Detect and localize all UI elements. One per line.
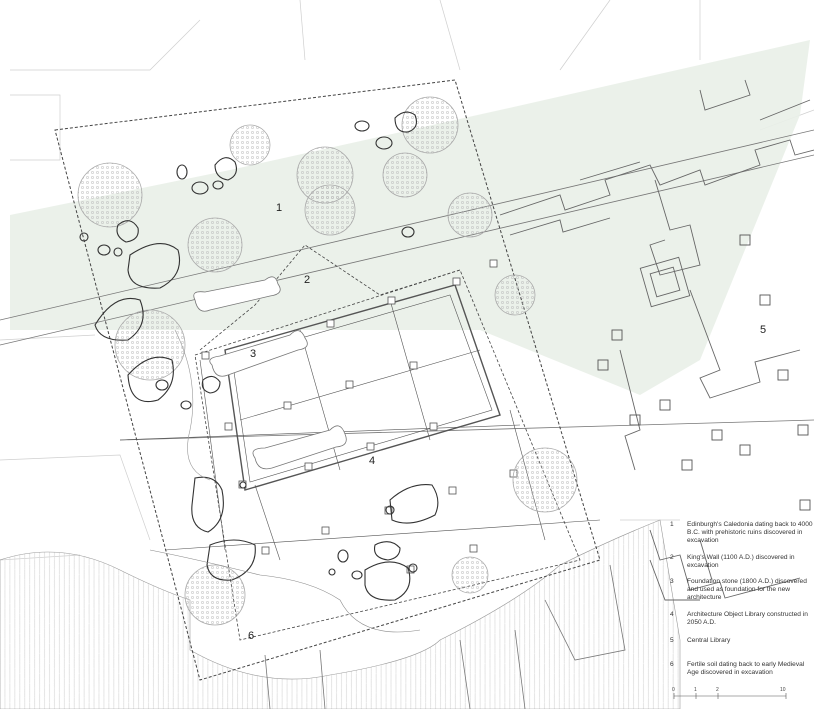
scale-bar: 0 1 2 10 (672, 687, 792, 707)
legend-item-1: 1 Edinburgh's Caledonia dating back to 4… (668, 521, 814, 546)
scale-tick-2: 2 (716, 687, 719, 693)
legend-num: 1 (670, 521, 674, 528)
legend-num: 6 (670, 661, 674, 669)
plan-number-3: 3 (250, 348, 256, 360)
scale-tick-10: 10 (780, 687, 786, 693)
library-columns (597, 234, 811, 511)
kings-wall-dashed (199, 244, 461, 351)
legend-num: 3 (670, 578, 674, 586)
plan-number-2: 2 (304, 274, 310, 286)
legend-item-5: 5 Central Library (668, 637, 814, 645)
tree-path (174, 329, 211, 481)
legend-item-3: 3 Foundation stone (1800 A.D.) discovere… (668, 578, 814, 603)
scale-tick-0: 0 (672, 687, 675, 693)
trees (77, 96, 578, 626)
legend-text: Foundation stone (1800 A.D.) discovered … (687, 578, 807, 602)
foundation-stones (193, 276, 347, 470)
legend-text: King's Wall (1100 A.D.) discovered in ex… (687, 553, 795, 569)
legend-text: Fertile soil dating back to early Mediev… (687, 661, 805, 677)
site-boundary (54, 79, 601, 681)
legend-num: 4 (670, 610, 674, 618)
legend-num: 5 (670, 637, 674, 645)
street-blocks (264, 564, 626, 709)
central-library-walls (499, 79, 814, 601)
scale-bar-line (673, 693, 787, 699)
plan-number-5: 5 (760, 324, 766, 336)
plan-number-4: 4 (369, 455, 375, 467)
inner-boundary (194, 269, 581, 641)
legend-text: Architecture Object Library constructed … (687, 610, 808, 626)
legend-text: Edinburgh's Caledonia dating back to 400… (687, 521, 813, 545)
scale-tick-1: 1 (694, 687, 697, 693)
legend-item-4: 4 Architecture Object Library constructe… (668, 611, 814, 627)
plan-number-6: 6 (248, 630, 254, 642)
context-lines (0, 0, 814, 561)
library-building (119, 284, 601, 561)
soil-path (149, 549, 421, 633)
legend-item-2: 2 King's Wall (1100 A.D.) discovered in … (668, 554, 814, 570)
legend-text: Central Library (687, 637, 731, 645)
plan-number-1: 1 (276, 202, 282, 214)
legend-num: 2 (670, 553, 674, 561)
prehistoric-ruins (79, 111, 439, 601)
legend: 1 Edinburgh's Caledonia dating back to 4… (668, 521, 814, 686)
fertile-soil-hatch (0, 519, 681, 709)
legend-item-6: 6 Fertile soil dating back to early Medi… (668, 661, 814, 677)
